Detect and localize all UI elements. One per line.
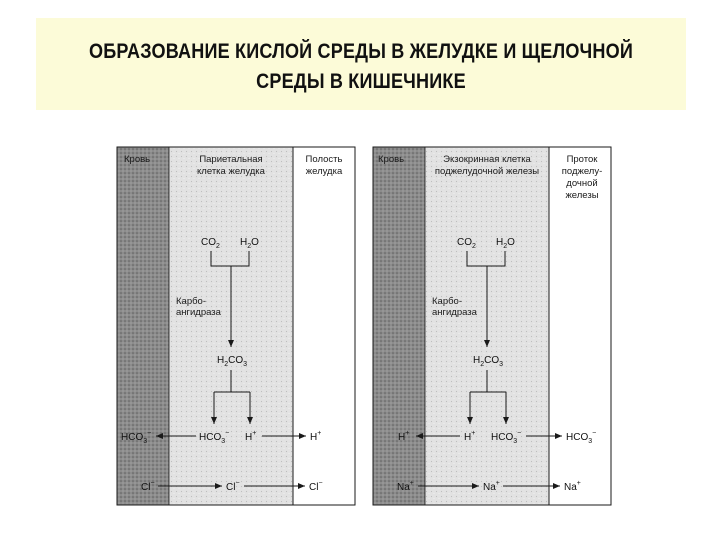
co2-right: CO2: [457, 237, 476, 250]
cl-blood-left: Cl−: [141, 480, 155, 493]
dissociation-bracket-left: [213, 370, 251, 420]
duct-zone-right: [549, 147, 611, 505]
blood-zone-left: [117, 147, 169, 505]
h2o-right: H2O: [496, 237, 515, 250]
col-label-cell-right-1: Экзокринная клетка: [443, 154, 531, 165]
panel-stomach: Кровь Париетальная клетка желудка Полост…: [116, 146, 356, 506]
dissociation-bracket-right: [469, 370, 507, 420]
col-label-cell-left-2: клетка желудка: [197, 166, 266, 177]
reaction-arrow-co2-left: [210, 251, 250, 347]
cl-lumen-left: Cl−: [309, 480, 323, 493]
na-duct-right: Na+: [564, 480, 581, 493]
enzyme-right-1: Карбо-: [432, 296, 462, 307]
enzyme-left-1: Карбо-: [176, 296, 206, 307]
h-cell-right: H+: [464, 430, 475, 443]
cl-cell-left: Cl−: [226, 480, 240, 493]
na-blood-right: Na+: [397, 480, 414, 493]
col-label-duct-right-2: поджелу-: [562, 166, 603, 177]
col-label-duct-right-3: дочной: [566, 178, 597, 189]
col-label-lumen-left-2: желудка: [306, 166, 343, 177]
title-banner: ОБРАЗОВАНИЕ КИСЛОЙ СРЕДЫ В ЖЕЛУДКЕ И ЩЕЛ…: [36, 18, 686, 110]
h-lumen-left: H+: [310, 430, 321, 443]
col-label-cell-left-1: Париетальная: [199, 154, 262, 165]
enzyme-right-2: ангидраза: [432, 307, 478, 318]
blood-zone-right: [373, 147, 425, 505]
col-label-blood-left: Кровь: [124, 154, 150, 165]
h2o-left: H2O: [240, 237, 259, 250]
title-line-2: СРЕДЫ В КИШЕЧНИКЕ: [256, 70, 466, 93]
h-cell-left: H+: [245, 430, 256, 443]
co2-left: CO2: [201, 237, 220, 250]
na-cell-right: Na+: [483, 480, 500, 493]
h2co3-right: H2CO3: [473, 355, 503, 368]
reaction-arrow-co2-right: [466, 251, 506, 347]
hco3-blood-left: HCO3−: [121, 430, 151, 445]
col-label-duct-right-1: Проток: [567, 154, 599, 165]
panel-border-left: [116, 146, 356, 506]
col-label-cell-right-2: поджелудочной железы: [435, 166, 539, 177]
h2co3-left: H2CO3: [217, 355, 247, 368]
h-blood-right: H+: [398, 430, 409, 443]
title-line-1: ОБРАЗОВАНИЕ КИСЛОЙ СРЕДЫ В ЖЕЛУДКЕ И ЩЕЛ…: [89, 40, 633, 63]
panel-border-right: [372, 146, 612, 506]
col-label-duct-right-4: железы: [565, 190, 598, 201]
panel-pancreas: Кровь Экзокринная клетка поджелудочной ж…: [372, 146, 612, 506]
hco3-cell-left: HCO3−: [199, 430, 229, 445]
col-label-lumen-left-1: Полость: [306, 154, 343, 165]
enzyme-left-2: ангидраза: [176, 307, 222, 318]
hco3-duct-right: HCO3−: [566, 430, 596, 445]
hco3-cell-right: HCO3−: [491, 430, 521, 445]
col-label-blood-right: Кровь: [378, 154, 404, 165]
lumen-zone-left: [293, 147, 355, 505]
